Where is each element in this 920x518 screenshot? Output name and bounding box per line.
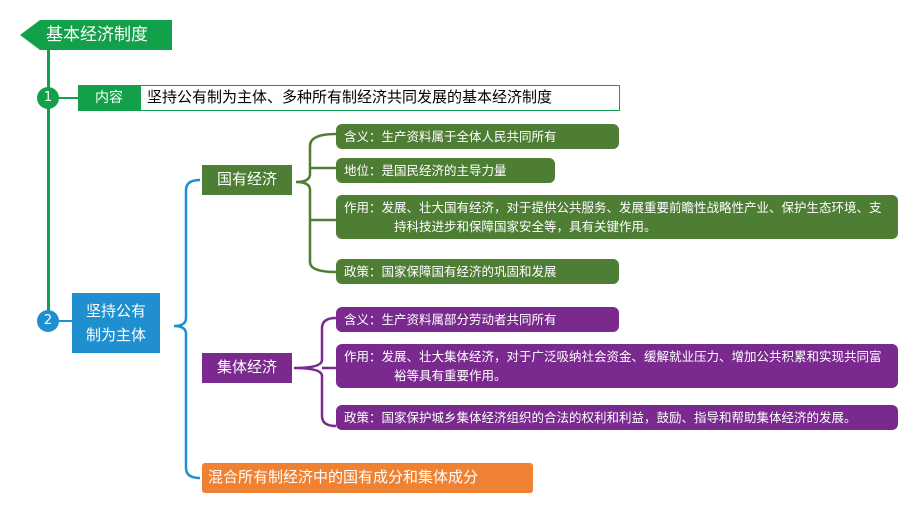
- public-ownership-line1: 坚持公有: [85, 302, 146, 320]
- state-item-status-label: 地位：: [344, 163, 382, 178]
- state-economy-node: 国有经济: [202, 165, 292, 195]
- state-item-status-text: 是国民经济的主导力量: [381, 163, 507, 178]
- page-title: 基本经济制度: [40, 20, 172, 50]
- blue-bracket: [173, 178, 201, 480]
- public-ownership-line2: 制为主体: [85, 326, 146, 344]
- collective-item-role-text: 发展、壮大集体经济，对于广泛吸纳社会资金、缓解就业压力、增加公共积累和实现共同富…: [381, 349, 882, 383]
- collective-item-policy: 政策：国家保护城乡集体经济组织的合法的权利和利益，鼓励、指导和帮助集体经济的发展…: [336, 405, 898, 430]
- green-bracket: [295, 132, 337, 274]
- content-label: 内容: [78, 85, 140, 111]
- collective-item-role-label: 作用：: [344, 349, 382, 364]
- state-item-definition-label: 含义：: [344, 129, 382, 144]
- state-item-role-label: 作用：: [344, 200, 382, 215]
- collective-item-definition-label: 含义：: [344, 312, 382, 327]
- purple-bracket: [293, 316, 337, 428]
- collective-item-definition-text: 生产资料属部分劳动者共同所有: [381, 312, 557, 327]
- mixed-ownership-node: 混合所有制经济中的国有成分和集体成分: [202, 463, 533, 493]
- state-item-status: 地位：是国民经济的主导力量: [336, 158, 555, 183]
- state-item-policy-label: 政策：: [344, 264, 382, 279]
- collective-item-definition: 含义：生产资料属部分劳动者共同所有: [336, 307, 619, 332]
- collective-item-policy-label: 政策：: [344, 410, 382, 425]
- node-2-badge: 2: [37, 310, 59, 332]
- state-item-policy-text: 国家保障国有经济的巩固和发展: [381, 264, 557, 279]
- state-item-policy: 政策：国家保障国有经济的巩固和发展: [336, 259, 619, 284]
- content-text: 坚持公有制为主体、多种所有制经济共同发展的基本经济制度: [140, 85, 620, 111]
- node-1-badge: 1: [37, 87, 59, 109]
- public-ownership-node: 坚持公有 制为主体: [72, 293, 160, 353]
- state-item-definition: 含义：生产资料属于全体人民共同所有: [336, 124, 619, 149]
- state-item-role-text: 发展、壮大国有经济，对于提供公共服务、发展重要前瞻性战略性产业、保护生态环境、支…: [381, 200, 882, 234]
- timeline-line: [47, 50, 50, 322]
- state-item-definition-text: 生产资料属于全体人民共同所有: [381, 129, 557, 144]
- title-arrow-icon: [20, 20, 40, 50]
- collective-economy-node: 集体经济: [202, 353, 292, 383]
- collective-item-policy-text: 国家保护城乡集体经济组织的合法的权利和利益，鼓励、指导和帮助集体经济的发展。: [381, 410, 857, 425]
- state-item-role: 作用：发展、壮大国有经济，对于提供公共服务、发展重要前瞻性战略性产业、保护生态环…: [336, 195, 898, 239]
- collective-item-role: 作用：发展、壮大集体经济，对于广泛吸纳社会资金、缓解就业压力、增加公共积累和实现…: [336, 344, 898, 388]
